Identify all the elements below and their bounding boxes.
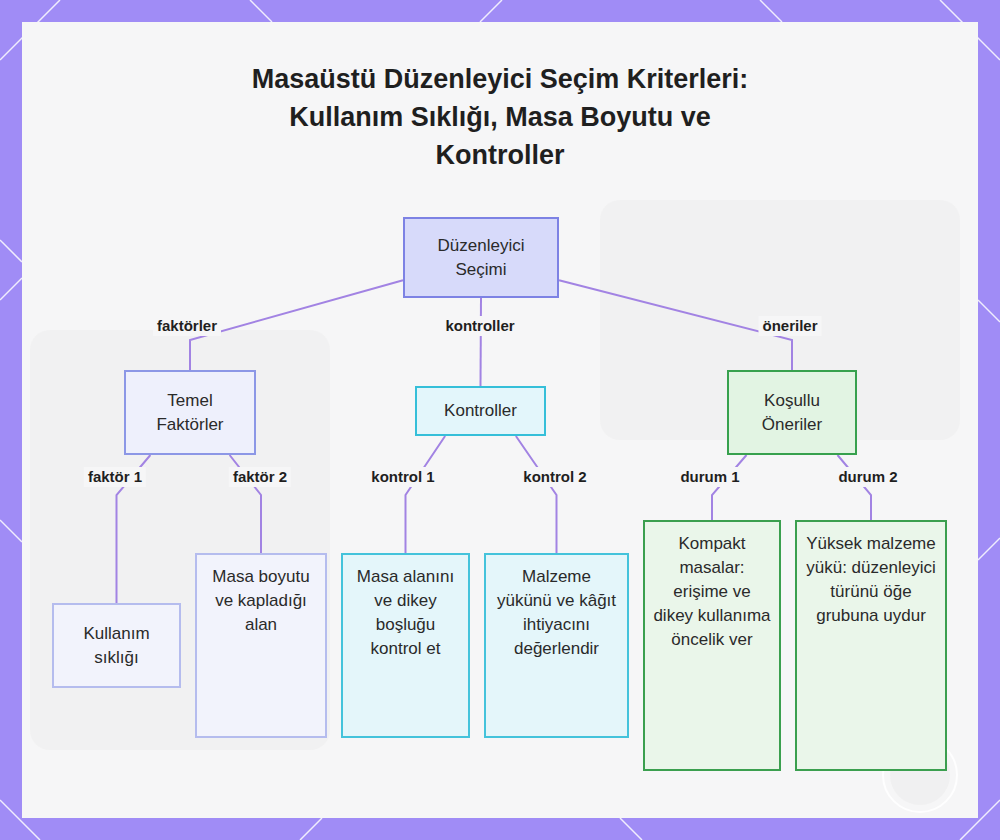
node-text: Kontroller xyxy=(444,399,517,423)
connector xyxy=(838,455,872,520)
process-box: Kullanım sıklığı xyxy=(52,603,181,688)
diagram-title: Masaüstü Düzenleyici Seçim Kriterleri: K… xyxy=(245,60,755,174)
connector xyxy=(190,280,403,370)
process-box: Masa boyutu ve kapladığı alan xyxy=(195,553,327,738)
node-text: Koşullu Öneriler xyxy=(737,389,847,437)
node-text: Kompakt masalar: erişime ve dikey kullan… xyxy=(653,532,771,652)
connector xyxy=(480,298,483,386)
edge-label: faktör 2 xyxy=(229,467,291,487)
process-box: Kontroller xyxy=(415,386,546,436)
process-box: Malzeme yükünü ve kâğıt ihtiyacını değer… xyxy=(484,553,629,738)
panel xyxy=(22,22,978,818)
edge-label: kontrol 1 xyxy=(367,467,438,487)
blurred-photo xyxy=(30,330,330,750)
edge-label: durum 2 xyxy=(834,467,901,487)
node-text: Temel Faktörler xyxy=(134,389,246,437)
edge-label: durum 1 xyxy=(676,467,743,487)
edge-label: kontrol 2 xyxy=(519,467,590,487)
connector xyxy=(516,436,557,553)
blurred-photo xyxy=(600,200,960,440)
node-text: Masa boyutu ve kapladığı alan xyxy=(205,565,317,637)
node-text: Düzenleyici Seçimi xyxy=(413,234,549,282)
edge-label: faktör 1 xyxy=(84,467,146,487)
node-text: Masa alanını ve dikey boşluğu kontrol et xyxy=(351,565,460,661)
node-text: Kullanım sıklığı xyxy=(62,622,171,670)
edge-label: öneriler xyxy=(758,316,821,336)
node-text: Malzeme yükünü ve kâğıt ihtiyacını değer… xyxy=(494,565,619,661)
process-box: Temel Faktörler xyxy=(124,370,256,455)
process-box: Koşullu Öneriler xyxy=(727,370,857,455)
node-text: Yüksek malzeme yükü: düzenleyici türünü … xyxy=(805,532,937,628)
edge-label: kontroller xyxy=(441,316,518,336)
process-box: Masa alanını ve dikey boşluğu kontrol et xyxy=(341,553,470,738)
connector xyxy=(712,455,747,520)
connector xyxy=(559,280,792,370)
connector xyxy=(406,436,446,553)
process-box: Düzenleyici Seçimi xyxy=(403,217,559,298)
process-box: Yüksek malzeme yükü: düzenleyici türünü … xyxy=(795,520,947,771)
process-box: Kompakt masalar: erişime ve dikey kullan… xyxy=(643,520,781,771)
edge-label: faktörler xyxy=(153,316,221,336)
